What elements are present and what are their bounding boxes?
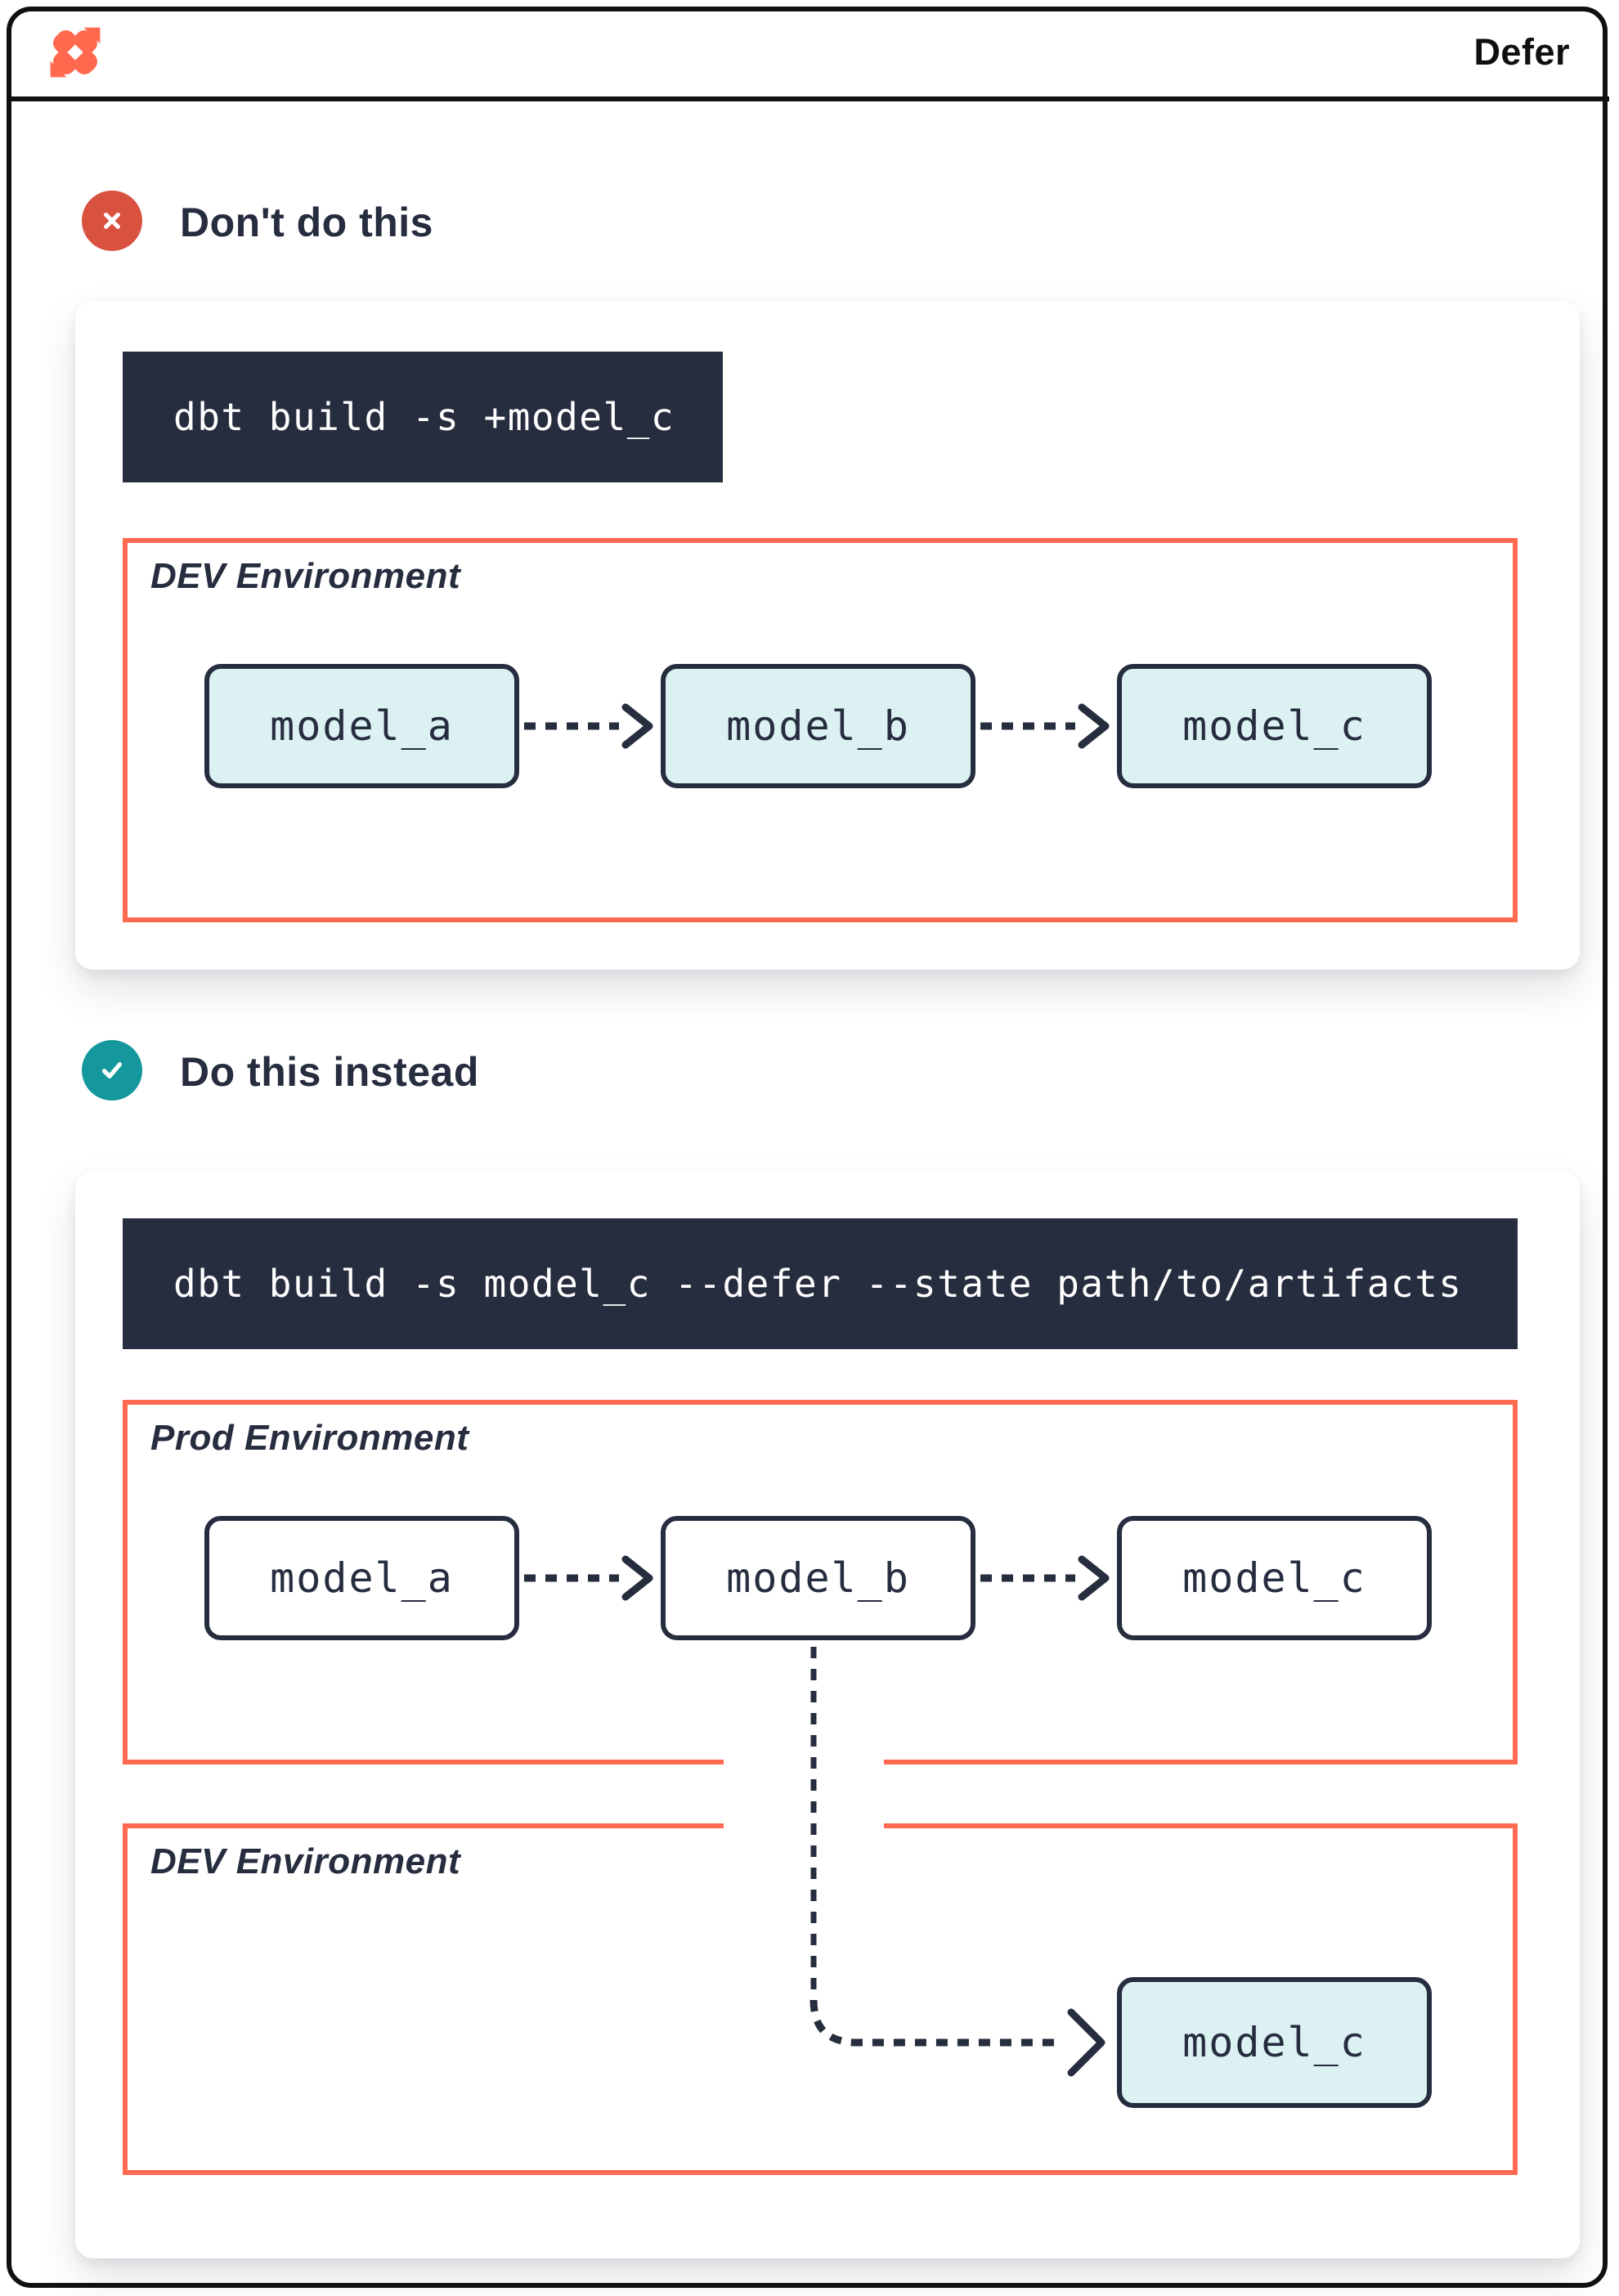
model-c-node: model_c (1117, 1516, 1432, 1640)
dashed-arrow-icon (980, 703, 1110, 749)
model-b-node: model_b (661, 664, 975, 788)
dev-environment-box-2: DEV Environment model_c (123, 1823, 1518, 2175)
border-gap (724, 1756, 884, 1774)
command-dont: dbt build -s +model_c (123, 352, 723, 482)
dashed-arrow-icon (980, 1555, 1110, 1601)
x-circle-icon (82, 191, 142, 251)
environment-label: DEV Environment (150, 1841, 461, 1881)
prod-environment-box: Prod Environment model_a model_b model_c (123, 1400, 1518, 1765)
page-title: Defer (1473, 31, 1570, 73)
topbar-divider (10, 96, 1609, 101)
environment-label: DEV Environment (150, 556, 461, 596)
check-circle-icon (82, 1040, 142, 1101)
dashed-arrow-icon (524, 1555, 653, 1601)
deferred-model-c-node: model_c (1117, 1977, 1432, 2108)
border-gap (724, 1819, 884, 1837)
dont-section-title: Don't do this (180, 200, 433, 245)
dev-environment-box-1: DEV Environment model_a model_b model_c (123, 538, 1518, 922)
model-a-node: model_a (204, 1516, 519, 1640)
dbt-logo-icon (50, 27, 101, 78)
dont-card: dbt build -s +model_c DEV Environment mo… (75, 301, 1580, 970)
model-a-node: model_a (204, 664, 519, 788)
command-do: dbt build -s model_c --defer --state pat… (123, 1218, 1518, 1349)
command-text: dbt build -s +model_c (173, 395, 675, 439)
environment-label: Prod Environment (150, 1418, 469, 1458)
model-b-node: model_b (661, 1516, 975, 1640)
model-c-node: model_c (1117, 664, 1432, 788)
do-card: dbt build -s model_c --defer --state pat… (75, 1171, 1580, 2258)
dashed-arrow-icon (524, 703, 653, 749)
command-text: dbt build -s model_c --defer --state pat… (173, 1262, 1463, 1306)
do-section-title: Do this instead (180, 1049, 479, 1095)
